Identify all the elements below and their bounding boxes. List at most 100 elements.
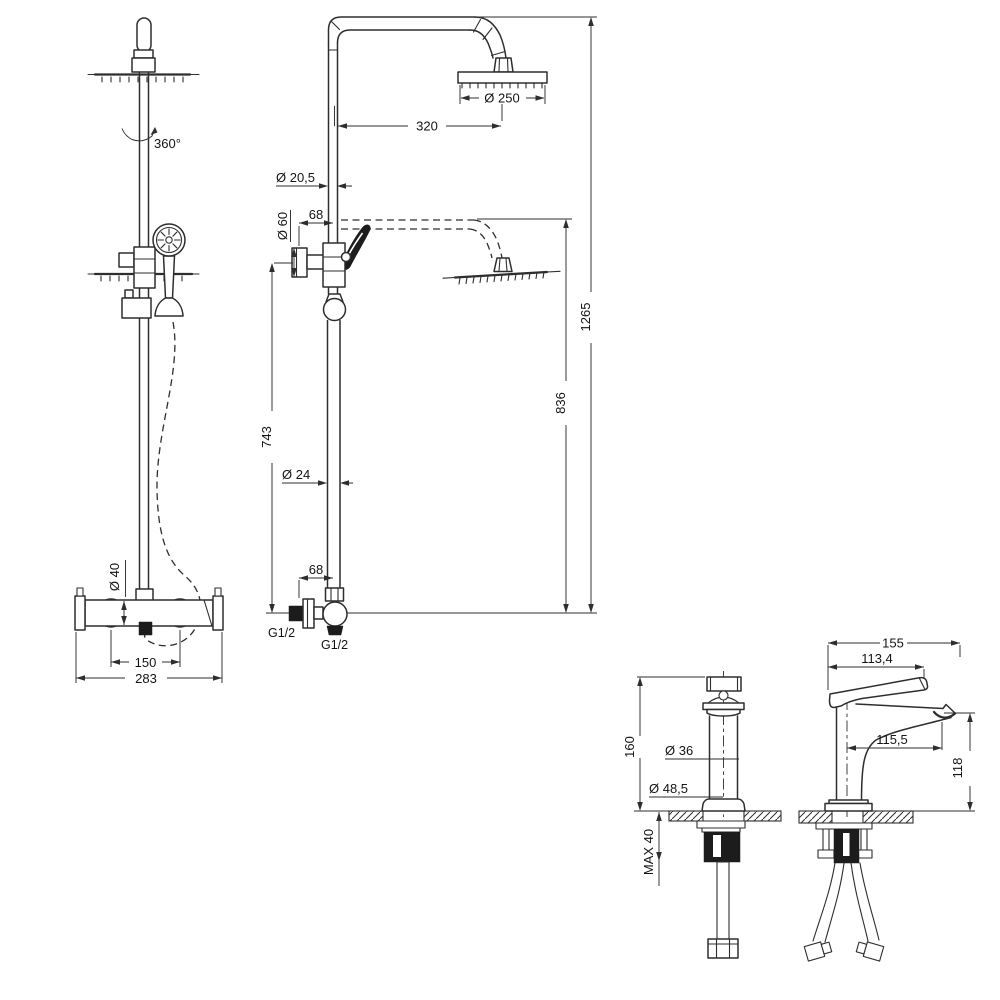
basin-knob — [718, 690, 729, 701]
lowered-connector-lines — [498, 257, 508, 272]
valve-nut — [324, 587, 345, 602]
lowered-arm-bend-inner — [469, 228, 493, 259]
head-connector — [493, 57, 514, 73]
mount-bolt-left-head — [817, 849, 835, 859]
clamp-knob — [340, 251, 352, 263]
dim-wall-plate-diameter: Ø 60 — [275, 210, 297, 277]
spout-height-label: 118 — [950, 758, 965, 779]
basin-flange-upper — [702, 702, 745, 711]
basin-height-label: 160 — [622, 736, 637, 758]
dim-total-length: 155 — [827, 636, 961, 690]
mount-washer-lip — [701, 827, 741, 833]
hand-shower-spray-pattern — [157, 228, 181, 252]
valve-inlet — [313, 606, 324, 620]
arm-reach-label: 320 — [416, 119, 438, 134]
basin-flange-lower — [706, 708, 741, 717]
dim-total-height: 1265 — [475, 16, 597, 613]
dim-riser-height: 836 — [477, 218, 572, 613]
dim-spout-reach: 115,5 — [847, 722, 943, 751]
mixer-right-cap — [212, 595, 224, 631]
lowered-arm-bend-outer — [473, 219, 503, 259]
swivel-angle-label: 360° — [154, 136, 181, 151]
basin-front-view: 160 MAX 40 Ø 36 Ø 48,5 — [622, 671, 782, 959]
wall-escutcheon — [302, 598, 315, 629]
swivel-arrowhead — [150, 127, 158, 135]
dim-inlet-spacing: 150 — [110, 630, 181, 670]
top-bend-inner — [336, 29, 471, 44]
hose-right-outer — [859, 862, 880, 941]
wall-nipple — [288, 605, 304, 622]
spout-aerator — [932, 710, 957, 719]
riser-height-label: 836 — [553, 392, 568, 414]
dim-bar-diameter: Ø 40 — [107, 560, 127, 625]
mixer-cartridge-line — [203, 599, 213, 627]
mount-block — [703, 831, 741, 863]
dim-arm-reach: 320 — [334, 104, 503, 134]
hand-shower-face-center — [165, 236, 173, 244]
pipe-clamp — [322, 242, 346, 288]
holder-knob — [118, 252, 135, 268]
bracket-knob — [124, 289, 134, 299]
dim-body-diameter: Ø 36 — [665, 743, 739, 760]
mixer-left-cap — [74, 595, 86, 631]
top-bend-outer — [327, 16, 476, 44]
max-deck-thickness-label: MAX 40 — [641, 829, 656, 875]
mixer-left-tab — [76, 587, 84, 597]
bracket-block — [121, 297, 152, 319]
handle-length-label: 113,4 — [861, 651, 893, 666]
dim-holder-offset: 68 — [298, 207, 333, 246]
mixer-body — [84, 599, 214, 627]
hose-left-outer — [812, 862, 836, 942]
dim-head-diameter: Ø 250 — [459, 85, 546, 106]
overhead-shower-head — [457, 71, 548, 84]
hand-shower-grip — [162, 255, 176, 299]
holder-offset-label: 68 — [309, 207, 323, 222]
diverter-valve — [322, 601, 348, 627]
slide-height-label: 743 — [259, 426, 274, 448]
hand-shower-face-ring — [155, 226, 183, 254]
swivel-arc — [121, 128, 155, 142]
mount-bolt-shafts — [822, 828, 868, 851]
spout-reach-label: 115,5 — [876, 732, 908, 747]
lowered-connector — [493, 257, 513, 273]
body-diameter-label: Ø 36 — [665, 743, 693, 758]
mount-washer — [696, 820, 746, 829]
top-cap-collar — [133, 49, 154, 59]
head-diameter-label: Ø 250 — [484, 91, 519, 106]
ball-joint — [322, 297, 347, 322]
bend-joint-lines — [327, 20, 341, 51]
lowered-head-whiskers — [442, 270, 561, 279]
basin-cap — [706, 676, 742, 692]
hose-left-inner — [824, 862, 845, 943]
total-height-label: 1265 — [578, 303, 593, 332]
top-cap — [136, 17, 152, 53]
wall-thread-label: G1/2 — [268, 626, 295, 640]
hose-right-nut — [855, 941, 885, 962]
total-length-label: 155 — [882, 636, 904, 651]
mixer-inlet-fitting — [135, 588, 154, 602]
dim-spout-height: 118 — [913, 712, 975, 812]
lower-pipe — [326, 319, 341, 589]
dim-upper-pipe-diameter: Ø 20,5 — [276, 170, 352, 189]
dim-base-diameter: Ø 48,5 — [649, 781, 723, 798]
hose-right-inner — [850, 862, 869, 942]
dim-valve-offset: 68 — [298, 562, 333, 598]
mount-nut — [707, 938, 739, 959]
lowered-arm-dashed — [341, 219, 474, 230]
valve-offset-label: 68 — [309, 562, 323, 577]
handle-tip-line — [918, 677, 926, 691]
dim-max-deck-thickness: MAX 40 — [641, 812, 662, 886]
side-counter-right — [862, 810, 914, 824]
mixer-width-label: 283 — [135, 671, 157, 686]
top-cap-base — [131, 57, 156, 73]
threaded-rod — [716, 861, 730, 940]
handle-lever — [828, 676, 929, 709]
arm-joint-lines — [472, 18, 506, 57]
mixer-outlet — [138, 621, 153, 636]
hose-left-nut — [803, 941, 833, 962]
dim-handle-length: 113,4 — [828, 651, 925, 679]
side-washer — [815, 822, 873, 830]
shower-front-view: 360° Ø — [74, 17, 224, 686]
wall-plate-diameter-label: Ø 60 — [275, 212, 290, 240]
